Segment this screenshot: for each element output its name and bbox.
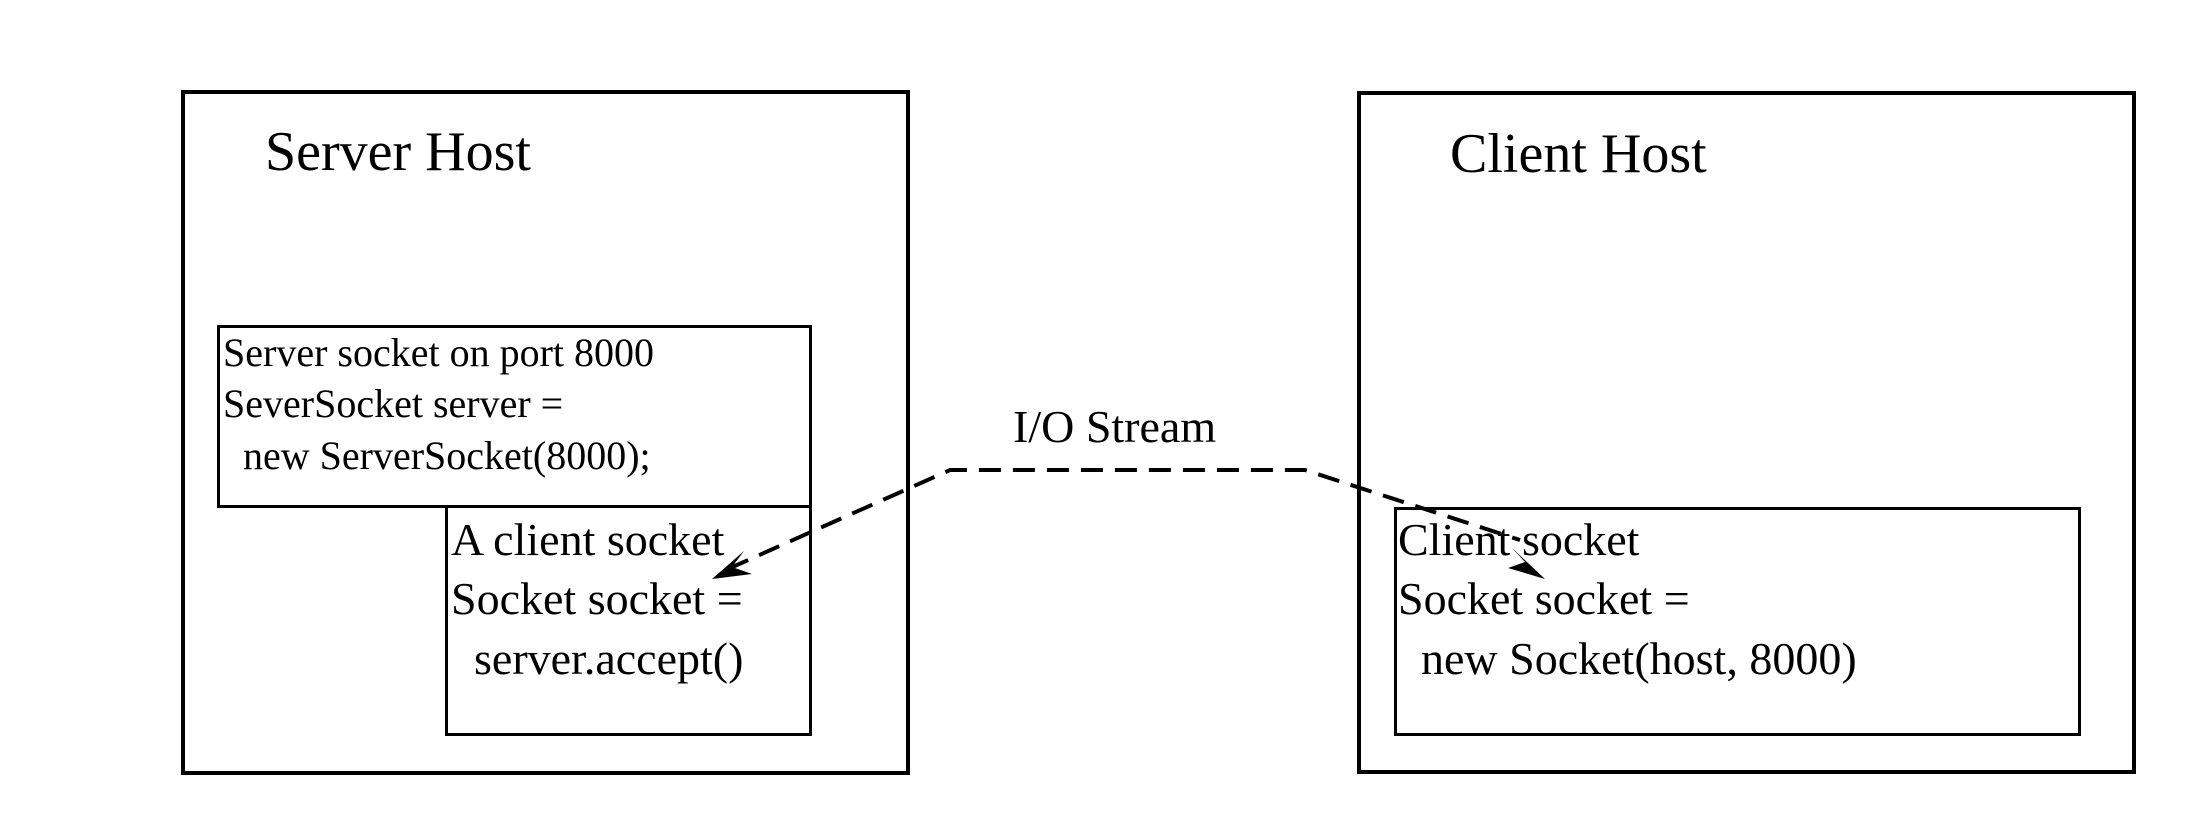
server-socket-line-2: SeverSocket server = [223, 381, 564, 426]
server-socket-line-1: Server socket on port 8000 [223, 330, 655, 375]
server-client-socket-box [445, 505, 812, 736]
server-client-socket-line-1: A client socket [451, 514, 725, 565]
server-client-socket-line-2: Socket socket = [451, 573, 743, 624]
client-host-box [1357, 91, 2136, 774]
server-host-title: Server Host [265, 121, 531, 183]
server-client-socket-line-3: server.accept() [451, 633, 744, 684]
server-socket-line-3: new ServerSocket(8000); [223, 433, 651, 478]
client-socket-box [1394, 507, 2081, 736]
io-stream-label: I/O Stream [1013, 401, 1217, 452]
client-host-title: Client Host [1450, 123, 1707, 185]
client-socket-line-2: Socket socket = [1398, 573, 1690, 624]
server-host-box [181, 90, 910, 775]
client-socket-line-1: Client socket [1398, 514, 1640, 565]
client-socket-line-3: new Socket(host, 8000) [1398, 633, 1857, 684]
